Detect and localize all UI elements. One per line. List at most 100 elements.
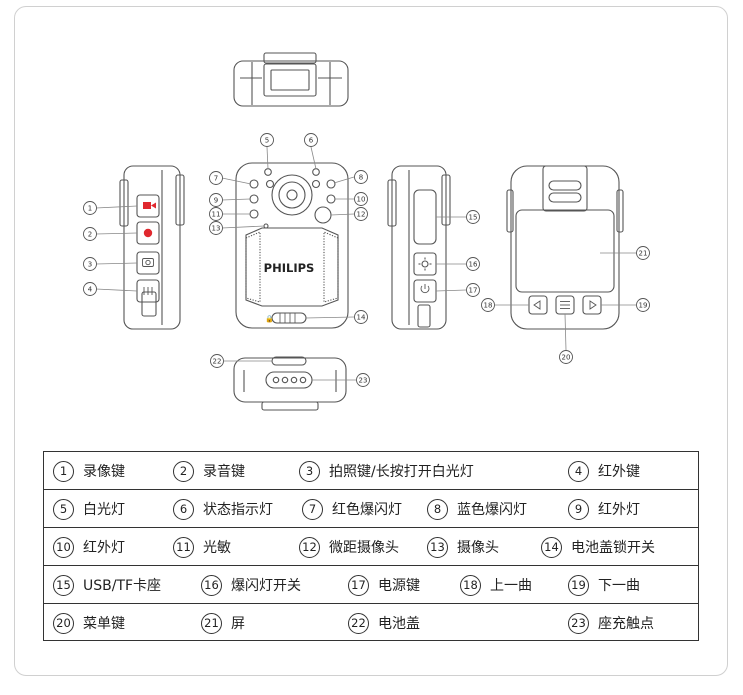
svg-text:22: 22	[213, 358, 222, 366]
legend-item: 5 白光灯	[53, 490, 125, 528]
svg-text:2: 2	[88, 231, 92, 239]
legend-number: 12	[299, 537, 320, 558]
main-camera-lens	[272, 175, 312, 215]
legend-number: 6	[173, 499, 194, 520]
legend-label: 菜单键	[83, 613, 125, 633]
legend-item: 3 拍照键/长按打开白光灯	[299, 452, 474, 490]
legend-number: 7	[302, 499, 323, 520]
legend-label: 下一曲	[598, 575, 640, 595]
legend-label: 摄像头	[457, 537, 499, 557]
legend-item: 23 座充触点	[568, 604, 654, 642]
callout-17: 17	[467, 284, 480, 297]
legend-number: 16	[201, 575, 222, 596]
legend-number: 3	[299, 461, 320, 482]
legend-number: 21	[201, 613, 222, 634]
callout-8: 8	[355, 171, 368, 184]
legend-number: 15	[53, 575, 74, 596]
record-video-icon	[143, 202, 151, 209]
svg-text:4: 4	[88, 286, 93, 294]
callout-14: 14	[355, 311, 368, 324]
legend-label: 上一曲	[490, 575, 532, 595]
right-side-view	[388, 166, 450, 329]
svg-text:1: 1	[88, 205, 92, 213]
legend-item: 20 菜单键	[53, 604, 125, 642]
svg-text:7: 7	[214, 175, 218, 183]
legend-label: 录像键	[83, 461, 125, 481]
legend-label: 电池盖锁开关	[571, 537, 655, 557]
legend-number: 11	[173, 537, 194, 558]
legend-number: 20	[53, 613, 74, 634]
legend-label: 拍照键/长按打开白光灯	[329, 461, 474, 481]
legend-label: 光敏	[203, 537, 231, 557]
callout-23: 23	[357, 374, 370, 387]
next-icon	[590, 301, 596, 309]
svg-text:13: 13	[212, 225, 221, 233]
legend-item: 18 上一曲	[460, 566, 532, 604]
callout-19: 19	[637, 299, 650, 312]
legend-item: 15 USB/TF卡座	[53, 566, 161, 604]
device-diagram: 🔒 PHILIPS	[0, 0, 743, 450]
bottom-view	[234, 357, 346, 410]
callouts: 1 2 3 4 5 6 7 8 9 10 11 12 13 14 15 16 1…	[84, 134, 650, 387]
svg-text:11: 11	[212, 211, 221, 219]
legend-label: USB/TF卡座	[83, 575, 161, 595]
legend-number: 18	[460, 575, 481, 596]
legend-label: 白光灯	[83, 499, 125, 519]
svg-text:6: 6	[309, 137, 314, 145]
svg-text:21: 21	[639, 250, 648, 258]
legend-label: 屏	[231, 613, 245, 633]
screen	[516, 210, 614, 292]
legend-item: 2 录音键	[173, 452, 245, 490]
callout-3: 3	[84, 258, 97, 271]
legend-row: 5 白光灯 6 状态指示灯 7 红色爆闪灯 8 蓝色爆闪灯 9 红外灯	[44, 490, 698, 528]
callout-9: 9	[210, 194, 223, 207]
legend-item: 10 红外灯	[53, 528, 125, 566]
legend-item: 9 红外灯	[568, 490, 640, 528]
callout-10: 10	[355, 193, 368, 206]
legend-number: 23	[568, 613, 589, 634]
legend-label: 状态指示灯	[203, 499, 273, 519]
callout-15: 15	[467, 211, 480, 224]
legend-item: 21 屏	[201, 604, 245, 642]
svg-text:12: 12	[357, 211, 366, 219]
svg-text:8: 8	[359, 174, 363, 182]
legend-item: 19 下一曲	[568, 566, 640, 604]
svg-text:🔒: 🔒	[265, 315, 274, 323]
legend-label: 红外键	[598, 461, 640, 481]
legend-number: 14	[541, 537, 562, 558]
record-audio-icon	[144, 229, 152, 237]
top-view	[234, 53, 348, 106]
brand-logo: PHILIPS	[264, 261, 315, 275]
svg-text:20: 20	[562, 354, 571, 362]
legend-row: 15 USB/TF卡座 16 爆闪灯开关 17 电源键 18 上一曲 19 下一…	[44, 566, 698, 604]
legend-number: 2	[173, 461, 194, 482]
callout-6: 6	[305, 134, 318, 147]
callout-16: 16	[467, 258, 480, 271]
macro-camera	[315, 207, 331, 223]
callout-11: 11	[210, 208, 223, 221]
svg-text:18: 18	[484, 302, 493, 310]
legend-item: 7 红色爆闪灯	[302, 490, 402, 528]
leader-lines	[96, 147, 636, 380]
svg-text:3: 3	[88, 261, 92, 269]
usb-tf-cover	[414, 190, 436, 244]
legend-row: 20 菜单键 21 屏 22 电池盖 23 座充触点	[44, 604, 698, 642]
legend-number: 9	[568, 499, 589, 520]
legend-label: 电源键	[378, 575, 420, 595]
callout-21: 21	[637, 247, 650, 260]
callout-18: 18	[482, 299, 495, 312]
legend-label: 红外灯	[83, 537, 125, 557]
legend-item: 1 录像键	[53, 452, 125, 490]
svg-text:9: 9	[214, 197, 218, 205]
svg-text:17: 17	[469, 287, 478, 295]
legend-item: 8 蓝色爆闪灯	[427, 490, 527, 528]
legend-label: 电池盖	[378, 613, 420, 633]
callout-20: 20	[560, 351, 573, 364]
legend-number: 10	[53, 537, 74, 558]
callout-22: 22	[211, 355, 224, 368]
legend-label: 红外灯	[598, 499, 640, 519]
legend-label: 座充触点	[598, 613, 654, 633]
legend-item: 22 电池盖	[348, 604, 420, 642]
legend-number: 5	[53, 499, 74, 520]
legend-label: 微距摄像头	[329, 537, 399, 557]
